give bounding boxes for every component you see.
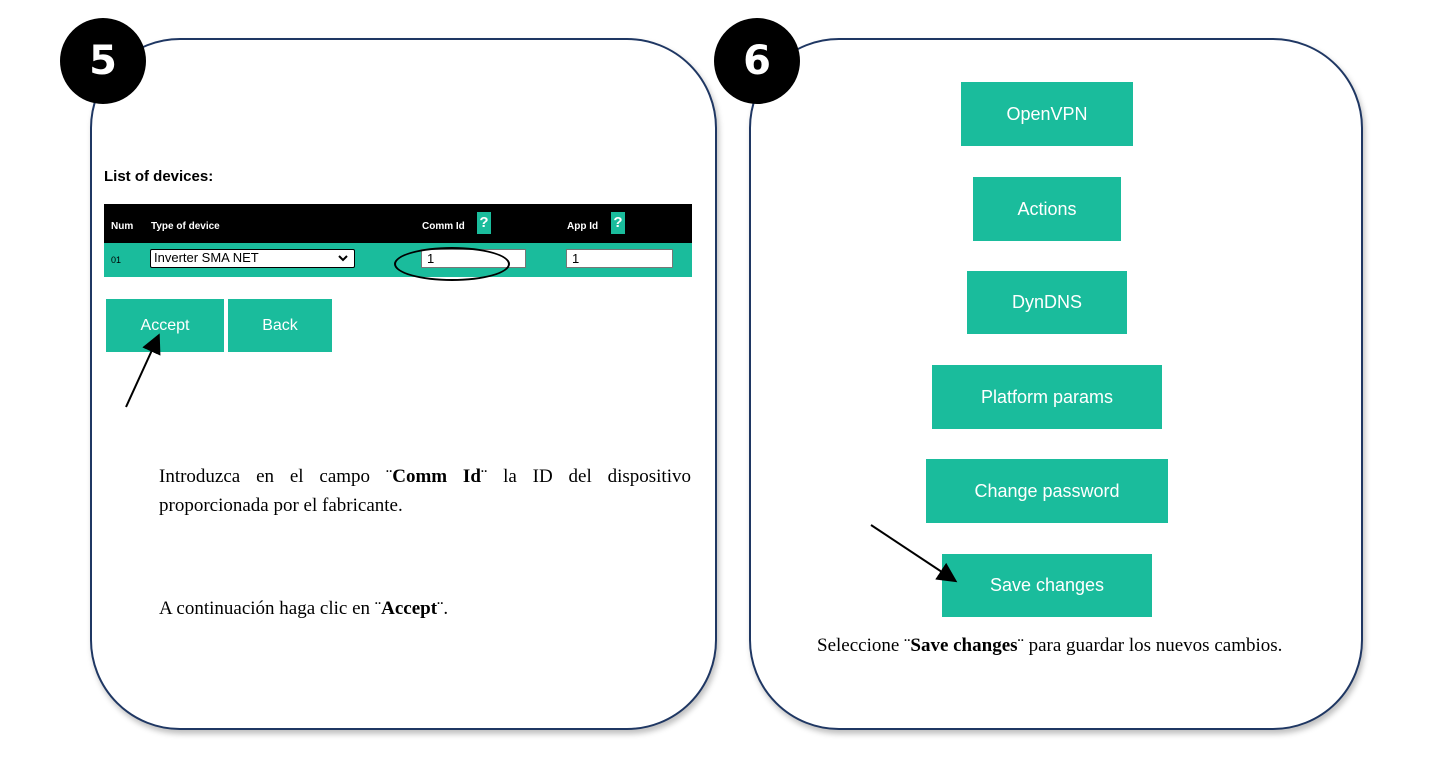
instruction-comm-id: Introduzca en el campo ¨Comm Id¨ la ID d… [159,466,691,516]
chevron-down-icon [338,250,348,272]
instruction-accept: A continuación haga clic en ¨Accept¨. [159,598,449,619]
header-num: Num [111,221,134,232]
table-header: Num Type of device Comm Id ? App Id ? [104,204,692,243]
app-id-help-icon[interactable]: ? [611,212,625,234]
instruction-save-changes: Seleccione ¨Save changes¨ para guardar l… [817,635,1283,656]
dyndns-button[interactable]: DynDNS [967,271,1127,334]
save-changes-button[interactable]: Save changes [942,554,1152,617]
change-password-button[interactable]: Change password [926,459,1168,523]
header-comm-id: Comm Id [422,221,465,232]
comm-id-highlight-ellipse [394,247,510,281]
comm-id-help-icon[interactable]: ? [477,212,491,234]
app-id-input[interactable]: 1 [566,249,673,268]
accept-button[interactable]: Accept [106,299,224,352]
device-type-value: Inverter SMA NET [154,250,259,265]
platform-params-button[interactable]: Platform params [932,365,1162,429]
back-button[interactable]: Back [228,299,332,352]
list-of-devices-title: List of devices: [104,168,214,185]
header-app-id: App Id [567,221,599,232]
row-num: 01 [111,255,122,265]
actions-button[interactable]: Actions [973,177,1121,241]
header-type-of-device: Type of device [151,221,220,232]
step-5-badge: 5 [60,18,146,104]
step-6-badge: 6 [714,18,800,104]
openvpn-button[interactable]: OpenVPN [961,82,1133,146]
step-5-panel [90,38,717,730]
device-type-select[interactable]: Inverter SMA NET [150,249,355,268]
